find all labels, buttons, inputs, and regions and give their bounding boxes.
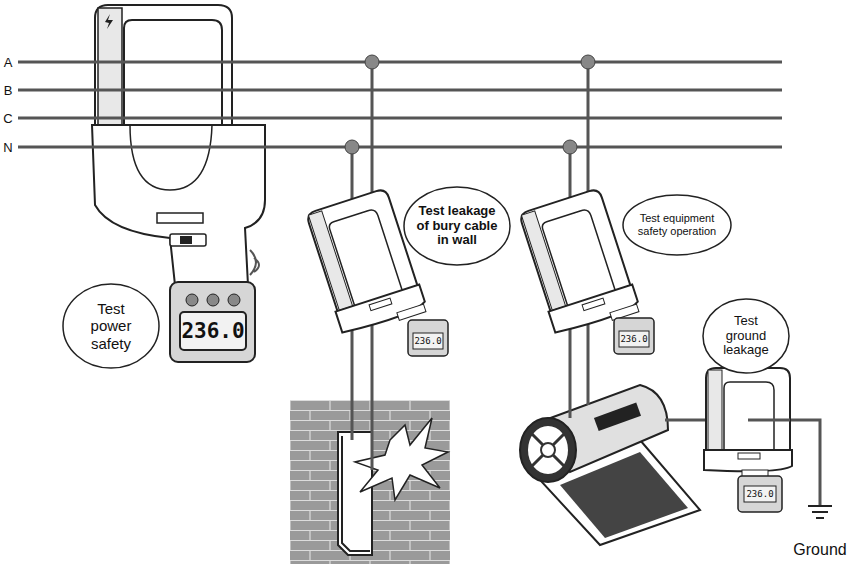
clamp-meter-small [704,368,792,478]
lcd-screen [744,486,776,502]
display-reading: 236.0 [746,489,773,499]
lcd-screen [619,331,649,347]
ground-label: Ground [793,541,846,559]
display-reading: 236.0 [181,319,244,343]
branch-wires [352,62,820,505]
callout-ellipse: Test leakage of bury cable in wall [403,186,511,266]
callout-text: Test ground leakage [713,314,779,359]
callout-text: Test equipment safety operation [628,212,726,237]
meter-display [614,318,654,354]
phase-label: B [4,83,13,98]
callout-text: Test power safety [78,300,144,352]
callout-text: Test leakage of bury cable in wall [413,204,501,249]
meter-display [738,476,782,512]
junction-dots [345,55,595,154]
lcd-screen [413,333,443,349]
ground-wire [748,419,790,422]
display-reading: 236.0 [414,336,441,346]
clamp-meter-small [517,187,641,338]
phase-label: C [3,111,12,126]
phase-label: N [3,140,12,155]
brick-wall [290,400,450,564]
callout-ellipse: Test equipment safety operation [622,194,732,256]
callout-ellipse: Test power safety [62,283,160,369]
heater-equipment [520,385,700,545]
ground-symbol [808,506,832,518]
callout-ellipse: Test ground leakage [702,298,790,374]
power-lines [18,62,782,147]
display-reading: 236.0 [620,334,647,344]
phase-label: A [4,55,13,70]
meter-display [408,320,448,356]
